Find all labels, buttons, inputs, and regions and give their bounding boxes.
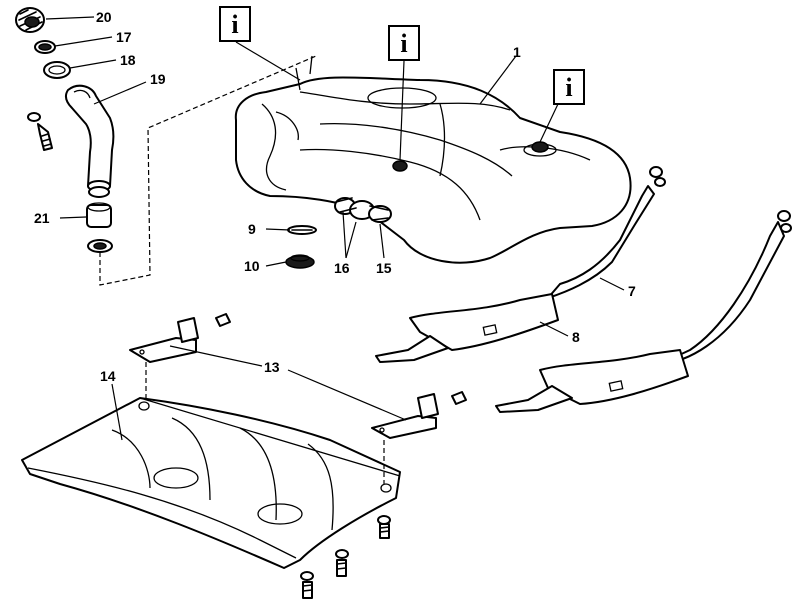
callout-13: 13 (264, 359, 280, 375)
bolt-icon (27, 112, 53, 151)
hose-clamp-21 (86, 186, 113, 253)
bolt-icon (300, 571, 314, 599)
strap-bracket-8 (375, 293, 559, 363)
callout-leaders (45, 16, 625, 441)
callout-17: 17 (116, 29, 132, 45)
gasket-10 (285, 254, 315, 269)
callout-20: 20 (96, 9, 112, 25)
filler-cap-20 (15, 7, 45, 33)
strap-7b (659, 210, 792, 365)
svg-text:i: i (231, 10, 238, 39)
callout-9: 9 (248, 221, 256, 237)
bolt-icon (377, 515, 391, 539)
callout-8: 8 (572, 329, 580, 345)
callout-1: 1 (513, 44, 521, 60)
seal-ring-18 (43, 61, 71, 79)
callout-18: 18 (120, 52, 136, 68)
callout-10: 10 (244, 258, 260, 274)
seal-9 (287, 225, 317, 235)
callout-7: 7 (628, 283, 636, 299)
info-icon: i (388, 25, 420, 161)
filler-neck-19 (64, 84, 115, 192)
callout-19: 19 (150, 71, 166, 87)
svg-text:i: i (565, 73, 572, 102)
svg-text:i: i (400, 29, 407, 58)
seal-ring-17 (34, 40, 56, 54)
callout-15: 15 (376, 260, 392, 276)
callout-16: 16 (334, 260, 350, 276)
assembly-path-line (99, 55, 317, 286)
info-icon: i (219, 6, 301, 81)
callout-21: 21 (34, 210, 50, 226)
info-icon: i (539, 69, 585, 143)
strap-bracket-8b (495, 349, 689, 413)
bolt-icon (335, 549, 349, 577)
skid-plate-14 (21, 397, 401, 569)
fuel-pump-15 (334, 197, 392, 223)
callout-14: 14 (100, 368, 116, 384)
bracket-13-left (129, 313, 231, 363)
bracket-13-right (371, 391, 467, 439)
fuel-tank-1 (234, 55, 632, 264)
